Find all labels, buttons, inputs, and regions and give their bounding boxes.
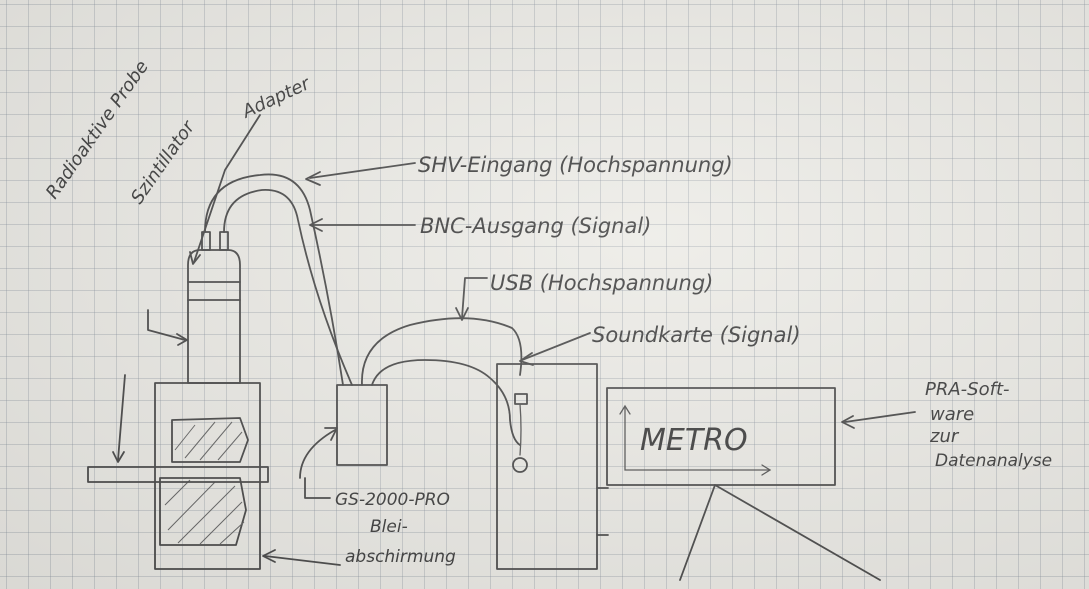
label-pra-2: ware xyxy=(930,404,974,425)
monitor-scribble-text: METRO xyxy=(640,423,748,458)
label-blei-2: abschirmung xyxy=(345,547,456,567)
scintillator xyxy=(188,300,240,383)
label-gs-2000-pro: GS-2000-PRO xyxy=(335,490,450,510)
lead-shielding xyxy=(155,383,260,569)
pc-tower xyxy=(497,364,608,569)
adapter xyxy=(188,232,240,300)
label-pra-1: PRA-Soft- xyxy=(925,379,1010,400)
label-adapter: Adapter xyxy=(238,73,314,123)
label-szintillator: Szintillator xyxy=(127,116,200,208)
label-pra-3: zur xyxy=(929,426,960,447)
label-bnc-ausgang: BNC-Ausgang (Signal) xyxy=(420,214,651,238)
label-soundkarte: Soundkarte (Signal) xyxy=(592,323,801,347)
cables-adapter-to-detector xyxy=(205,174,352,385)
gs-2000-pro-box xyxy=(337,385,387,465)
label-blei-1: Blei- xyxy=(370,517,408,537)
label-usb: USB (Hochspannung) xyxy=(490,271,713,295)
monitor xyxy=(607,388,880,580)
label-pra-4: Datenanalyse xyxy=(935,451,1052,471)
label-shv-eingang: SHV-Eingang (Hochspannung) xyxy=(418,153,733,177)
